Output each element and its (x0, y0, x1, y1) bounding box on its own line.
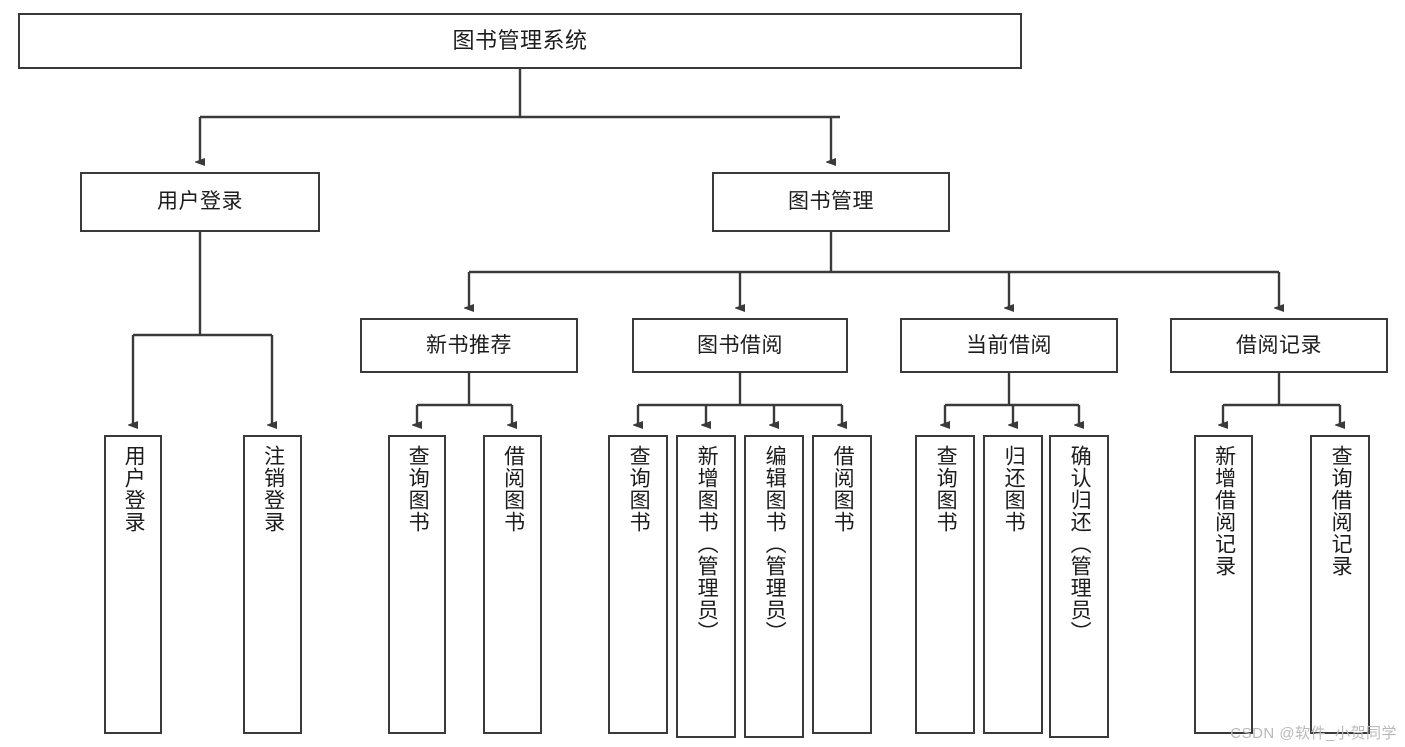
node-leaf-query-borrow-record[interactable]: 查询借阅记录 (1310, 435, 1370, 734)
node-leaf-query-book-2[interactable]: 查询图书 (608, 435, 668, 734)
node-label: 查询借阅记录 (1329, 445, 1353, 577)
node-leaf-edit-book-admin[interactable]: 编辑图书（管理员） (744, 435, 804, 738)
node-label: 用户登录 (157, 190, 243, 214)
node-leaf-logout[interactable]: 注销登录 (243, 435, 302, 734)
node-label: 新增借阅记录 (1212, 445, 1236, 577)
node-label: 注销登录 (261, 445, 285, 533)
node-user-login[interactable]: 用户登录 (80, 172, 320, 232)
watermark: CSDN @软件_小贺同学 (1230, 725, 1397, 742)
node-leaf-user-login[interactable]: 用户登录 (104, 435, 162, 734)
node-leaf-borrow-book-2[interactable]: 借阅图书 (812, 435, 872, 734)
node-leaf-add-borrow-record[interactable]: 新增借阅记录 (1194, 435, 1253, 734)
node-leaf-add-book-admin[interactable]: 新增图书（管理员） (676, 435, 736, 738)
node-leaf-query-book-3[interactable]: 查询图书 (915, 435, 975, 734)
node-label: 借阅记录 (1236, 333, 1322, 357)
node-label: 当前借阅 (966, 333, 1052, 357)
node-leaf-query-book-1[interactable]: 查询图书 (388, 435, 446, 734)
node-label: 用户登录 (122, 445, 146, 533)
node-label: 借阅图书 (501, 445, 525, 533)
node-label: 确认归还（管理员） (1068, 445, 1092, 643)
node-leaf-confirm-return-admin[interactable]: 确认归还（管理员） (1049, 435, 1109, 738)
node-current-borrow[interactable]: 当前借阅 (900, 318, 1118, 373)
node-book-borrow[interactable]: 图书借阅 (632, 318, 848, 373)
node-label: 新书推荐 (426, 333, 512, 357)
node-label: 查询图书 (406, 445, 430, 533)
node-borrow-record[interactable]: 借阅记录 (1170, 318, 1388, 373)
node-book-manage[interactable]: 图书管理 (712, 172, 950, 232)
node-root[interactable]: 图书管理系统 (18, 13, 1022, 69)
node-label: 查询图书 (627, 445, 651, 533)
node-leaf-borrow-book-1[interactable]: 借阅图书 (483, 435, 542, 734)
node-label: 图书借阅 (697, 333, 783, 357)
node-new-book-recommend[interactable]: 新书推荐 (360, 318, 578, 373)
node-label: 归还图书 (1002, 445, 1026, 533)
node-leaf-return-book[interactable]: 归还图书 (983, 435, 1043, 734)
node-label: 编辑图书（管理员） (763, 445, 787, 643)
node-label: 图书管理系统 (452, 27, 588, 53)
node-label: 借阅图书 (831, 445, 855, 533)
node-label: 图书管理 (788, 190, 874, 214)
node-label: 查询图书 (934, 445, 958, 533)
node-label: 新增图书（管理员） (695, 445, 719, 643)
